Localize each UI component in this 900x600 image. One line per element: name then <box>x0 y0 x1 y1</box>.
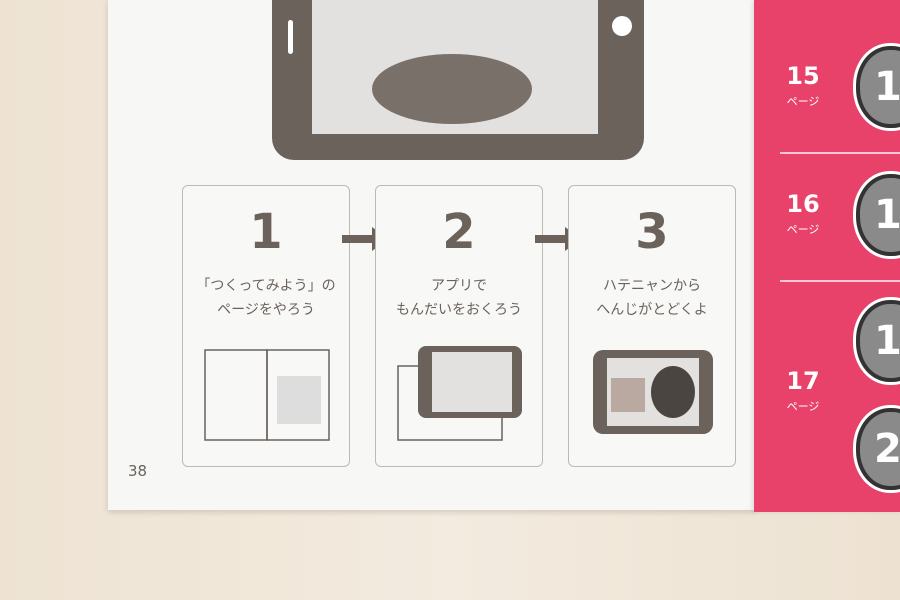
apple-icon: 1 <box>856 300 900 382</box>
cushion-illustration <box>372 54 532 124</box>
step-text: 「つくってみよう」のページをやろう <box>196 278 336 318</box>
step-number: 1 <box>249 204 283 260</box>
step-1-card: 1 「つくってみよう」のページをやろう <box>182 185 350 467</box>
tablet-screen <box>312 0 598 134</box>
step-2-card: 2 アプリでもんだいをおくろう <box>375 185 543 467</box>
home-button-icon <box>612 16 632 36</box>
tablet-on-book-icon <box>397 346 522 441</box>
step-text: アプリでもんだいをおくろう <box>396 278 522 318</box>
tablet-illustration <box>272 0 644 160</box>
apple-icon: 1 <box>856 46 900 128</box>
divider <box>780 280 900 282</box>
step-text: ハテニャンからへんじがとどくよ <box>596 278 708 318</box>
step-3-card: 3 ハテニャンからへんじがとどくよ <box>568 185 736 467</box>
apple-icon: 1 <box>856 174 900 256</box>
tablet-cat-icon <box>593 350 713 434</box>
step-number: 2 <box>442 204 476 260</box>
page-number: 38 <box>128 462 148 480</box>
tablet-slot <box>288 20 293 54</box>
step-number: 3 <box>635 204 669 260</box>
divider <box>780 152 900 154</box>
open-book-icon <box>204 349 330 441</box>
